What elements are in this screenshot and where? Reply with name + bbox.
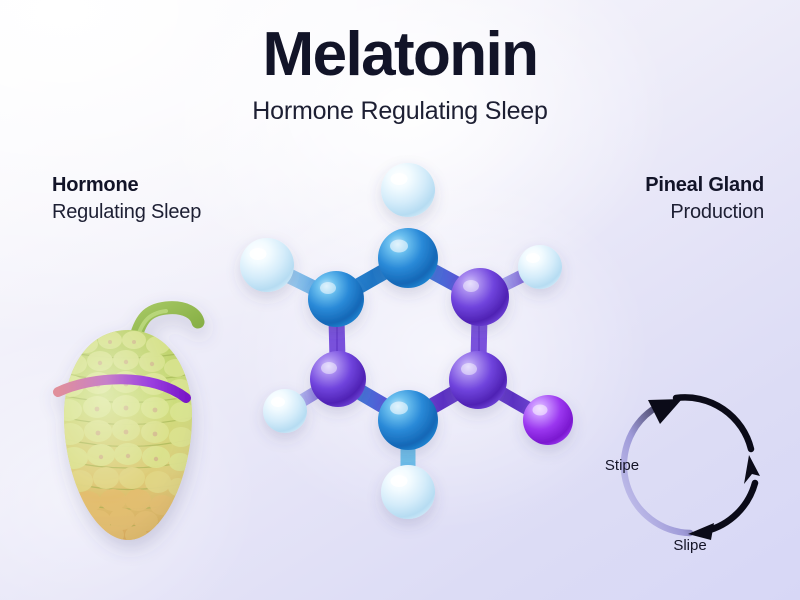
cycle-arrowhead-right: [744, 455, 760, 484]
caption-left-title: Hormone: [52, 174, 139, 196]
pinecone-band: [53, 374, 191, 403]
atom-specular-highlights: [249, 173, 548, 487]
cycle-label-stipe: Stipe: [605, 457, 639, 474]
cycle-arrowhead-top: [648, 399, 682, 424]
atom-ring-upper-right: [451, 268, 509, 326]
pinecone-illustration: [53, 301, 205, 540]
cycle-diagram: [620, 394, 760, 540]
caption-left-subtitle: Regulating Sleep: [52, 201, 202, 223]
cycle-label-slipe: Slipe: [673, 537, 706, 554]
atom-ring-bottom: [378, 390, 438, 450]
caption-right-title: Pineal Gland: [645, 174, 764, 196]
cycle-arrowhead-bottom: [688, 523, 714, 540]
cycle-arc-left: [620, 406, 694, 537]
page-subtitle: Hormone Regulating Sleep: [252, 97, 548, 126]
atom-r-lower-right: [523, 395, 573, 445]
atom-ring-upper-left: [308, 271, 364, 327]
atom-ring-lower-left: [310, 351, 366, 407]
cycle-arc-top-right: [672, 394, 755, 453]
caption-left: Hormone Regulating Sleep: [52, 172, 201, 226]
atom-ring-lower-right: [449, 351, 507, 409]
cycle-arc-bottom-right: [702, 479, 759, 535]
molecule-diagram: [240, 163, 573, 519]
atom-h-upper-right: [518, 245, 562, 289]
page-title: Melatonin: [262, 20, 540, 89]
atom-h-top: [381, 163, 435, 217]
header: Melatonin Hormone Regulating Sleep: [0, 22, 800, 126]
caption-right: Pineal Gland Production: [645, 172, 764, 226]
caption-right-subtitle: Production: [670, 201, 764, 223]
atom-h-upper-left: [240, 238, 294, 292]
atom-ring-top: [378, 228, 438, 288]
pinecone-scales: [64, 330, 192, 540]
atom-h-bottom: [381, 465, 435, 519]
pinecone-stem: [127, 301, 205, 351]
atom-h-lower-left: [263, 389, 307, 433]
